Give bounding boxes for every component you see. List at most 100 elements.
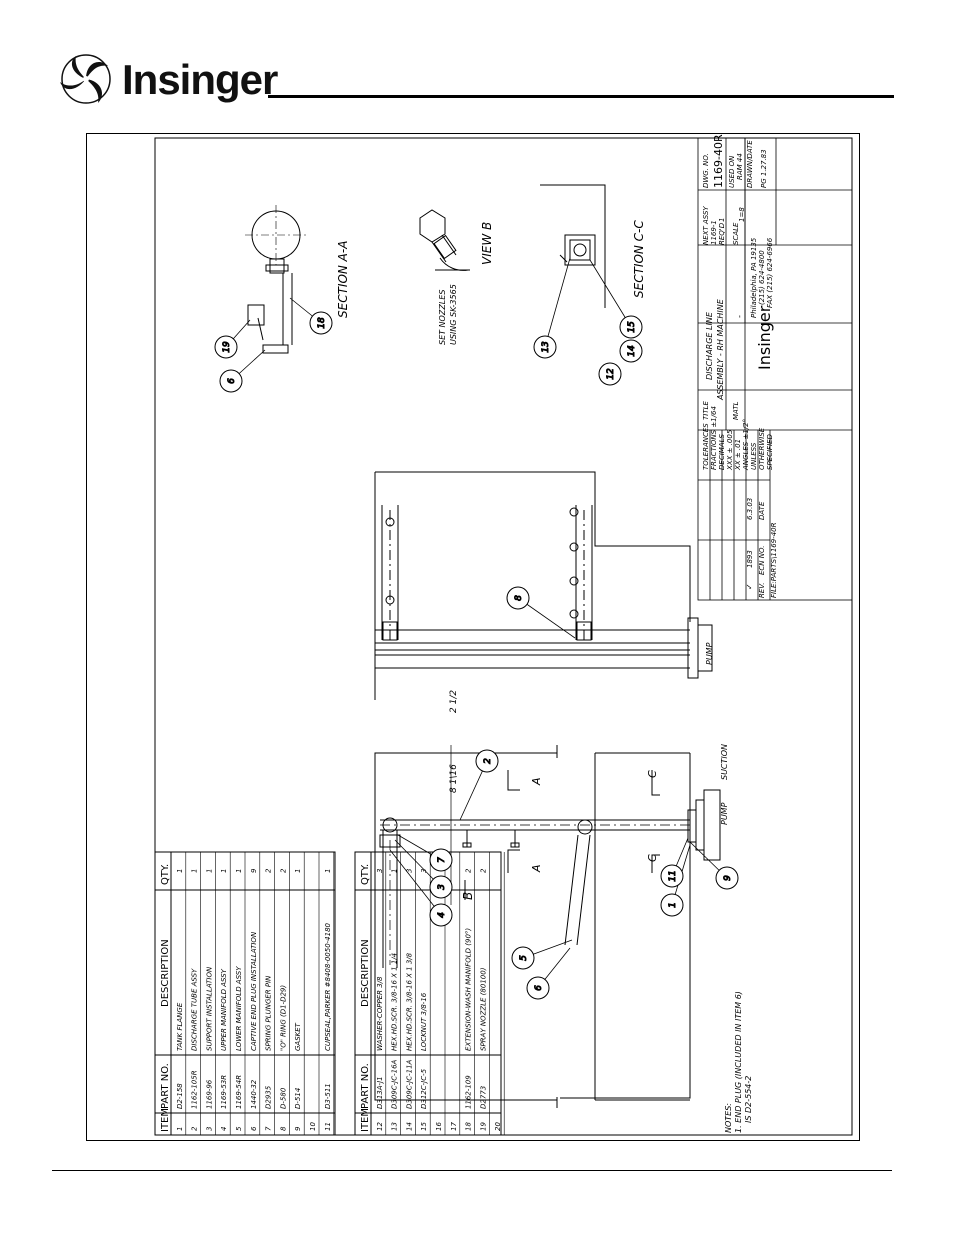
balloon-balloons_side-5: [619, 339, 643, 363]
suction-label: SUCTION: [720, 744, 729, 780]
bom-left-row-4-col-3: 1: [235, 869, 243, 873]
tolerances-6: UNLESS: [750, 442, 758, 470]
notes-line-0: NOTES:: [724, 1103, 733, 1133]
bom-left-header-desc: DESCRIPTION: [160, 939, 171, 1007]
balloon-label-balloons_main-7: 8: [514, 595, 524, 601]
bom-right-row-6-col-2: EXTENSION-WASH MANIFOLD (90°): [465, 928, 473, 1051]
balloon-balloons_side-6: [619, 315, 643, 339]
tolerances-4: XX ± .01: [734, 439, 742, 471]
bom-right-table: ITEM PART NO. DESCRIPTION QTY. 12D313A-J…: [354, 851, 505, 1136]
drawn-value: PG 1.27.83: [760, 149, 768, 188]
nozzle-marks-upper: [385, 507, 579, 619]
section-a-marker-bottom: A: [530, 864, 543, 873]
bom-left-row-8-col-0: 9: [294, 1126, 302, 1131]
bom-left-row-2-col-3: 1: [205, 869, 213, 873]
bom-left-header-qty: QTY.: [160, 864, 171, 885]
bom-left-row-7-col-1: D-580: [279, 1087, 287, 1109]
bom-left-row-1-col-0: 2: [191, 1126, 199, 1131]
tolerances-3: XXX ± .005: [726, 429, 734, 471]
bom-right-row-3-col-0: 15: [420, 1122, 428, 1131]
balloon-balloons_side-3: [533, 335, 557, 359]
bom-left-row-10-col-3: 1: [324, 869, 332, 873]
balloon-label-balloons_side-1: 19: [222, 341, 232, 353]
bom-left-row-5-col-0: 6: [250, 1126, 258, 1131]
balloon-balloons_main-5: [526, 976, 550, 1000]
bom-left-row-1-col-3: 1: [191, 869, 199, 873]
bom-left-row-1-col-2: DISCHARGE TUBE ASSY: [191, 968, 199, 1051]
bom-left-row-7-col-3: 2: [279, 868, 287, 873]
bom-right-row-3-col-1: D312C-JC-5: [420, 1068, 428, 1109]
pump-label-upper: PUMP: [705, 642, 714, 665]
dwg-no-label: DWG. NO.: [702, 153, 710, 188]
section-c-marker-bottom: C: [646, 854, 659, 862]
bom-right-row-7-col-2: SPRAY NOZZLE (80100): [479, 967, 487, 1051]
balloon-balloons_side-1: [214, 335, 238, 359]
company-name: Insinger: [755, 305, 774, 370]
rev-row-rev: ✓: [745, 583, 754, 590]
section-c-marker-top: C: [646, 770, 659, 778]
dwg-no-value: 1169-40R: [712, 134, 725, 188]
drawn-label: DRAWN/DATE: [746, 140, 754, 188]
tolerances-1: FRACTIONS ±1/64: [710, 406, 718, 470]
title-block: [697, 137, 853, 601]
bom-left-row-10-col-2: CUPSEAL,PARKER #8408-0050-4180: [324, 922, 332, 1051]
bom-right-row-1-col-0: 13: [391, 1122, 399, 1131]
bom-left-row-4-col-1: 1169-54R: [235, 1075, 243, 1109]
balloon-label-balloons_main-2: 3: [437, 884, 447, 890]
balloon-label-balloons_main-0: 1: [668, 902, 678, 908]
balloon-balloons_main-3: [429, 903, 453, 927]
tolerances-5: ANGLES ±1/2°: [742, 419, 750, 471]
bom-right-row-0-col-1: D313A-J1: [376, 1076, 384, 1109]
title-line-1: ASSEMBLY - RH MACHINE: [716, 298, 725, 401]
tolerances-2: DECIMALS: [718, 434, 726, 470]
main-elevation: [374, 745, 721, 1108]
balloon-balloons_side-4: [598, 362, 622, 386]
section-cc-label: SECTION C-C: [632, 220, 646, 298]
bom-right-row-2-col-2: HEX.HD.SCR. 3/8-16 X 1 3/8: [405, 952, 413, 1051]
bom-right-row-7-col-3: 2: [479, 868, 487, 873]
reqd-label: REQ'D: [718, 222, 726, 245]
balloon-label-balloons_side-3: 13: [541, 341, 551, 353]
title-label: TITLE: [702, 400, 710, 420]
rev-row-ecn: 1893: [746, 550, 754, 568]
bom-left-row-9-col-0: 10: [309, 1122, 317, 1131]
drawing-frame: [86, 133, 860, 1141]
bom-left-row-10-col-1: D3-511: [324, 1083, 332, 1109]
swirl-logo-icon: [60, 54, 111, 104]
bom-right-row-1-col-1: D309C-JC-16A: [391, 1059, 399, 1109]
pump-label-lower: PUMP: [720, 802, 729, 825]
header-rule: [268, 95, 894, 98]
company-address-0: Philadelphia, PA 19135: [750, 237, 758, 318]
next-assy-value: 1169-1: [710, 220, 718, 245]
bom-left-row-6-col-1: D2935: [265, 1085, 273, 1109]
inner-border: [154, 137, 853, 1136]
bom-left-row-8-col-2: GASKET: [294, 1022, 302, 1051]
bom-right-row-2-col-3: 3: [405, 869, 413, 873]
used-on-label: USED ON: [728, 155, 736, 188]
bom-right-row-7-col-1: D2773: [479, 1086, 487, 1109]
brand-name: Insinger: [122, 56, 278, 103]
file-path: FILE:PARTS\1169-40R: [770, 522, 778, 598]
view-b-label: VIEW B: [480, 222, 494, 265]
side-elevation: [374, 471, 713, 700]
bom-right-row-2-col-1: D309C-JC-11A: [405, 1059, 413, 1109]
bom-right-row-0-col-2: WASHER-COPPER 3/8: [376, 976, 384, 1051]
set-nozzles-line-1: USING SK-3565: [449, 284, 458, 345]
scale-label: SCALE: [732, 222, 740, 245]
section-aa-label: SECTION A-A: [336, 241, 350, 318]
bom-left-row-3-col-2: UPPER MANIFOLD ASSY: [220, 968, 228, 1051]
balloon-balloons_main-1: [475, 749, 499, 773]
bom-left-row-5-col-3: 9: [250, 868, 258, 873]
bom-right-row-2-col-0: 14: [405, 1122, 413, 1131]
balloon-label-balloons_main-4: 5: [519, 955, 529, 961]
section-aa-view: [245, 205, 308, 354]
insinger-logo: Insinger: [52, 48, 278, 110]
bom-right-row-7-col-0: 19: [479, 1122, 487, 1131]
section-cc-view: [540, 184, 606, 308]
bom-left-row-1-col-1: 1162-105R: [191, 1070, 199, 1109]
bom-right-row-0-col-3: 3: [376, 869, 384, 873]
tolerances-0: TOLERANCES: [702, 423, 710, 470]
footer-rule: [52, 1170, 892, 1171]
